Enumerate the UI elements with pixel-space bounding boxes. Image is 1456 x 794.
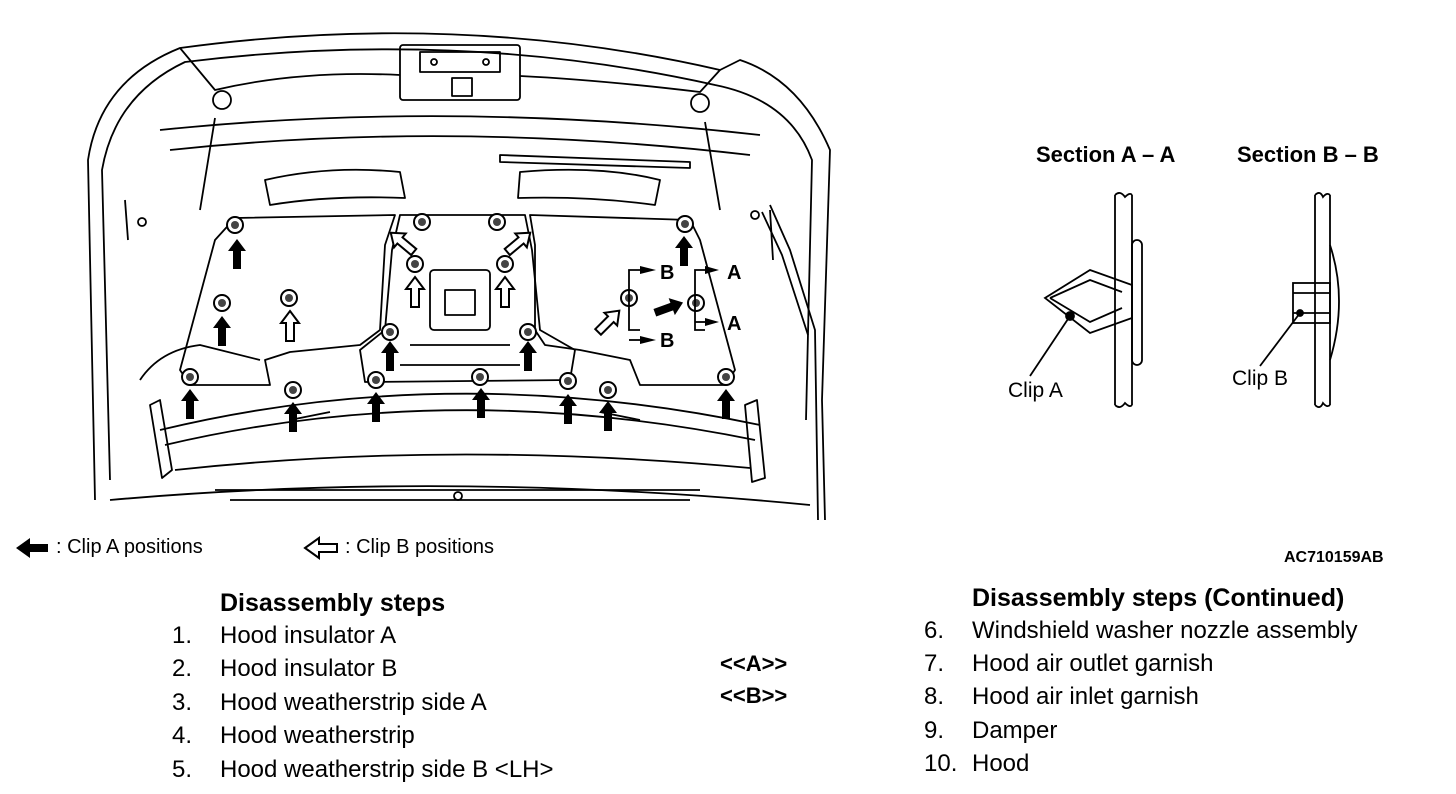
step-text: Hood weatherstrip side A <box>220 689 487 716</box>
step-ref: <<B>> <box>720 683 788 708</box>
step-text: Hood air inlet garnish <box>972 683 1199 710</box>
step-number: 9. <box>924 717 945 744</box>
step-number: 1. <box>172 622 193 649</box>
step-text: Hood weatherstrip <box>220 722 415 749</box>
clip-b-legend-text: : Clip B positions <box>345 536 494 558</box>
step-number: 7. <box>924 650 945 677</box>
clip-b-label: Clip B <box>1232 367 1289 390</box>
clip-a-legend-arrow <box>16 538 48 558</box>
section-a-title: Section A – A <box>1036 142 1176 167</box>
figure-code: AC710159AB <box>1284 549 1384 566</box>
section-a-drawing <box>1029 192 1143 408</box>
section-b-title: Section B – B <box>1237 142 1379 167</box>
step-text: Hood <box>972 750 1030 777</box>
steps-title: Disassembly steps <box>220 589 446 617</box>
hood-outline <box>87 32 831 521</box>
step-text: Hood weatherstrip side B <LH> <box>220 756 554 783</box>
callout-b-upper: B <box>660 262 675 284</box>
hood-weatherstrip <box>159 392 761 431</box>
clip-b-legend-arrow <box>303 536 338 560</box>
step-text: Hood insulator B <box>220 655 398 682</box>
step-text: Hood air outlet garnish <box>972 650 1214 677</box>
step-number: 6. <box>924 617 945 644</box>
clip-a-label: Clip A <box>1008 379 1063 402</box>
step-number: 8. <box>924 683 945 710</box>
clip-markers <box>181 213 735 399</box>
step-number: 2. <box>172 655 193 682</box>
step-number: 3. <box>172 689 193 716</box>
section-b-drawing <box>1259 192 1340 408</box>
clip-a-arrows <box>181 236 735 432</box>
callout-a-upper: A <box>727 262 742 284</box>
step-text: Windshield washer nozzle assembly <box>972 617 1358 644</box>
step-ref: <<A>> <box>720 651 788 676</box>
steps-continued-title: Disassembly steps (Continued) <box>972 584 1345 612</box>
step-text: Hood insulator A <box>220 622 397 649</box>
step-text: Damper <box>972 717 1058 744</box>
hood-insulator-a-right <box>529 214 736 386</box>
clip-a-legend-text: : Clip A positions <box>56 536 203 558</box>
clip-b-arrows <box>280 224 627 342</box>
step-number: 5. <box>172 756 193 783</box>
callout-a-lower: A <box>727 313 742 335</box>
legend-arrows <box>16 536 338 560</box>
callout-b-lower: B <box>660 330 675 352</box>
step-number: 4. <box>172 722 193 749</box>
step-number: 10. <box>924 750 958 777</box>
